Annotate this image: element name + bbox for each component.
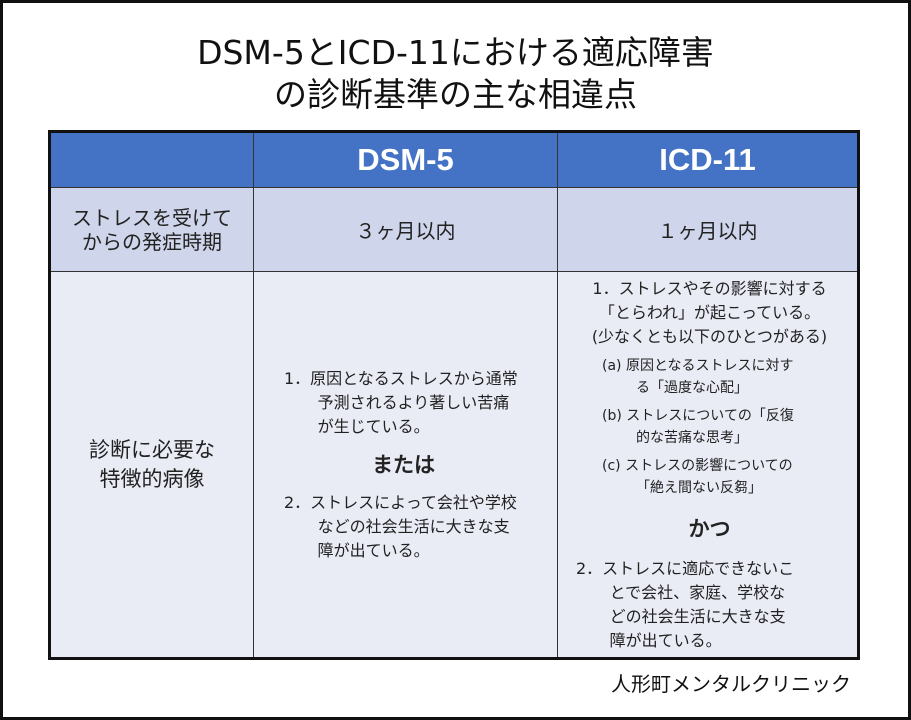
features-label: 診断に必要な特徴的病像	[49, 271, 254, 659]
features-row: 診断に必要な特徴的病像 1．原因となるストレスから通常予測されるより著しい苦痛が…	[49, 271, 859, 659]
onset-row: ストレスを受けて からの発症時期 ３ヶ月以内 １ヶ月以内	[49, 187, 859, 272]
features-label-line-2: 特徴的病像	[99, 466, 205, 491]
clinic-credit: 人形町メンタルクリニック	[611, 672, 851, 696]
icd11-item-1-line-1: 1．ストレスやその影響に対する	[592, 278, 827, 298]
icd11-item-1-line-2: 「とらわれ」が起こっている。	[598, 302, 821, 322]
icd11-item-2: 2．ストレスに適応できないことで会社、家庭、学校などの社会生活に大きな支障が出て…	[576, 558, 795, 650]
features-dsm5: 1．原因となるストレスから通常予測されるより著しい苦痛が生じている。 または 2…	[253, 271, 558, 659]
icd11-sub-c: (c) ストレスの影響についての「絶え間ない反芻」	[602, 457, 793, 496]
icd11-sub-b: (b) ストレスについての「反復的な苦痛な思考」	[602, 407, 794, 446]
header-dsm5: DSM-5	[253, 131, 558, 188]
onset-dsm5: ３ヶ月以内	[253, 187, 558, 272]
icd11-conjunction: かつ	[688, 516, 731, 541]
dsm5-item-2: 2．ストレスによって会社や学校などの社会生活に大きな支障が出ている。	[284, 492, 517, 560]
header-row: DSM-5 ICD-11	[49, 131, 859, 188]
header-empty	[49, 131, 254, 188]
title-line-2: の診断基準の主な相違点	[274, 75, 637, 114]
comparison-table: DSM-5 ICD-11 ストレスを受けて からの発症時期 ３ヶ月以内 １ヶ月以…	[48, 130, 860, 660]
icd11-sub-a: (a) 原因となるストレスに対する「過度な心配」	[602, 357, 794, 396]
icd11-item-1-note: (少なくとも以下のひとつがある)	[591, 326, 828, 346]
header-icd11: ICD-11	[557, 131, 859, 188]
features-label-line-1: 診断に必要な	[89, 437, 215, 462]
onset-label: ストレスを受けて からの発症時期	[49, 187, 254, 272]
features-icd11: 1．ストレスやその影響に対する 「とらわれ」が起こっている。 (少なくとも以下の…	[557, 271, 859, 659]
dsm5-item-1: 1．原因となるストレスから通常予測されるより著しい苦痛が生じている。	[284, 368, 518, 436]
title-line-1: DSM-5とICD-11における適応障害	[197, 33, 714, 72]
slide-title: DSM-5とICD-11における適応障害 の診断基準の主な相違点	[0, 32, 911, 116]
dsm5-conjunction: または	[372, 452, 435, 477]
onset-icd11: １ヶ月以内	[557, 187, 859, 272]
